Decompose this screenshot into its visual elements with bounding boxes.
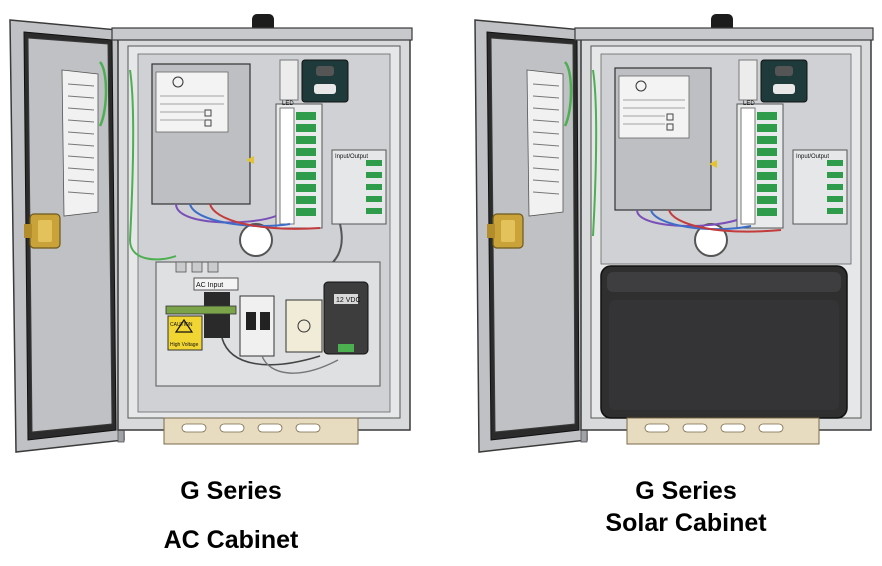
ac-caption-series: G Series [180,477,282,505]
ac-input-label: AC Input [196,282,223,289]
ac-psu-label: 12 VDC [336,297,361,304]
solar-terminal-strip: LED [736,101,784,229]
ac-keypad [279,59,349,103]
ac-terminal-label: LED [282,101,294,107]
ac-caption-type: AC Cabinet [163,526,299,554]
ac-warning-label: High Voltage [170,342,199,348]
ac-door-label-sheet [61,69,99,217]
ac-cabinet-drawing: LED Input/Output [9,14,413,453]
ac-door [9,19,125,453]
solar-input-module: Input/Output [792,149,848,225]
ac-power-subpanel: AC Input 12 VDC CAUTION High Voltage [155,261,381,387]
ac-caution-label: CAUTION [170,322,193,328]
solar-controller-module [614,67,717,211]
solar-caption-series: G Series [635,477,737,505]
ac-controller-module [151,63,254,205]
solar-caption-type: Solar Cabinet [605,509,767,537]
solar-cabinet-drawing: LED Input/Output [474,14,874,453]
solar-door [474,19,588,453]
ac-brass-latch [24,213,61,249]
solar-cabinet-figure: LED Input/Output [441,0,882,566]
solar-wiring [592,69,782,237]
solar-terminal-label: LED [743,101,755,107]
ac-cabinet-figure: LED Input/Output [9,14,413,554]
solar-brass-latch [487,213,524,249]
solar-keypad [738,59,808,103]
solar-door-label-sheet [526,69,564,217]
ac-cable-hole [239,223,273,257]
ac-input-module-label: Input/Output [335,154,368,160]
solar-battery [600,265,848,419]
ac-terminal-strip: LED [275,101,323,229]
ac-input-module: Input/Output [331,149,387,225]
solar-input-module-label: Input/Output [796,154,829,160]
